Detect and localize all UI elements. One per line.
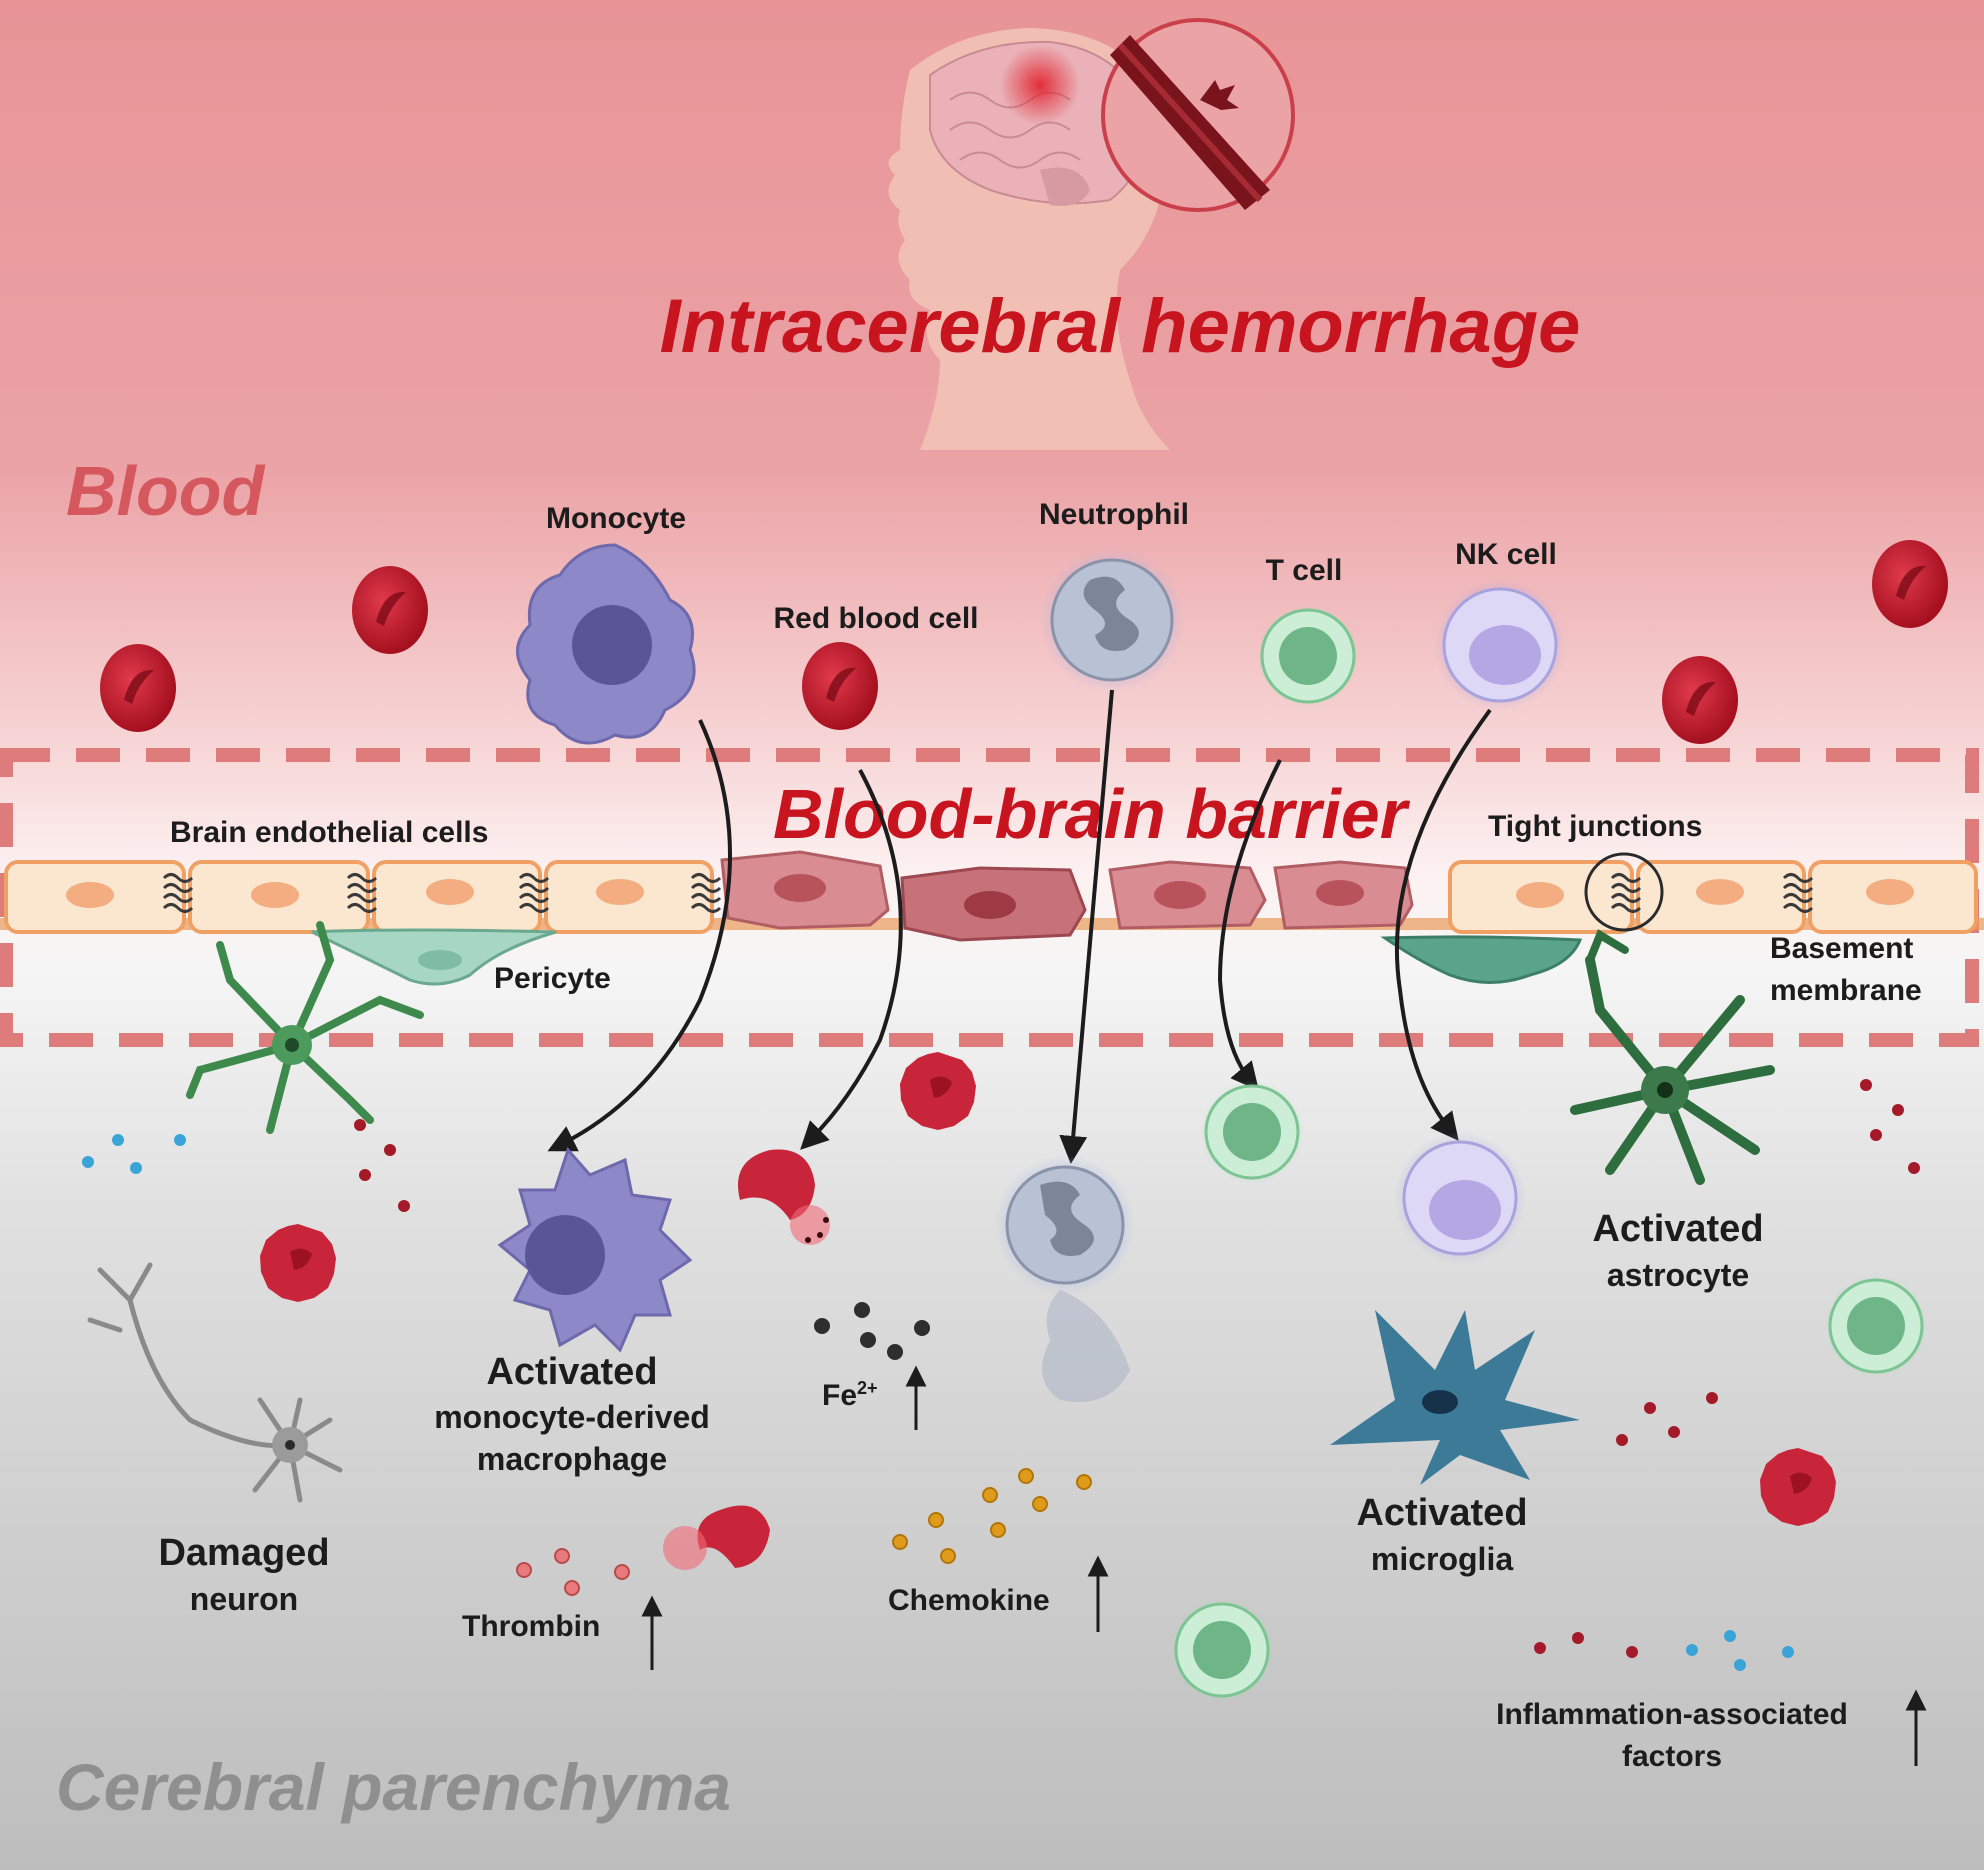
lysing-red-blood-cell [738,1149,830,1245]
red-blood-cell [100,644,176,732]
label-activated-astrocyte: Activated astrocyte [1592,1206,1763,1298]
red-blood-cell [802,642,878,730]
label-macrophage-line2: monocyte-derived [434,1399,710,1435]
tight-junction-highlight [1584,852,1664,932]
label-microglia-line1: Activated [1356,1492,1528,1534]
label-pericyte: Pericyte [494,962,611,995]
label-nk-cell: NK cell [1455,538,1557,571]
activated-macrophage [497,1147,693,1353]
label-iron: Fe2+ [822,1378,878,1413]
chemokine-particles [892,1468,1092,1564]
red-blood-cell [352,566,428,654]
monocyte [516,543,696,745]
label-basement-line1: Basement [1770,932,1914,965]
red-blood-cell [260,1224,336,1302]
t-cell [1168,1596,1276,1704]
damaged-neuron [87,1262,343,1503]
iron-particles [814,1302,930,1360]
label-inflammation-line1: Inflammation-associated [1496,1698,1848,1731]
nk-cell [1434,579,1566,711]
label-endothelial-cells: Brain endothelial cells [170,816,489,849]
zone-parenchyma-label: Cerebral parenchyma [56,1750,731,1824]
label-inflammation-factors: Inflammation-associated factors [1496,1694,1848,1778]
red-blood-cell [900,1052,976,1130]
label-neuron-line1: Damaged [158,1532,330,1574]
label-macrophage-line3: macrophage [476,1441,668,1477]
label-neuron-line2: neuron [189,1581,299,1617]
zone-blood-label: Blood [66,452,266,530]
label-thrombin: Thrombin [462,1610,601,1643]
activated-microglia [1330,1310,1580,1485]
label-inflammation-line2: factors [1621,1740,1723,1773]
label-iron-text: Fe [822,1379,858,1412]
label-basement-line2: membrane [1770,974,1922,1007]
activated-neutrophil [995,1155,1135,1402]
label-activated-macrophage: Activated monocyte-derived macrophage [434,1348,710,1480]
label-macrophage-line1: Activated [486,1351,658,1393]
activated-astrocyte [1570,929,1775,1185]
head-illustration [888,28,1170,450]
nk-cell-parenchyma [1394,1132,1526,1264]
red-blood-cell [1760,1448,1836,1526]
label-astrocyte-line2: astrocyte [1606,1257,1750,1293]
migration-arrows [547,689,1492,1164]
neutrophil [1040,548,1184,692]
red-blood-cell [1662,656,1738,744]
increase-arrows [641,1365,1927,1766]
label-t-cell: T cell [1265,554,1343,587]
label-red-blood-cell: Red blood cell [773,602,979,635]
cytokine-particles [82,1079,1920,1671]
label-monocyte: Monocyte [545,502,687,535]
label-chemokine: Chemokine [888,1584,1050,1617]
lysing-red-blood-cell [663,1505,770,1570]
label-basement-membrane: Basement membrane [1770,928,1922,1012]
t-cell [1198,1078,1306,1186]
thrombin-particles [516,1548,630,1596]
label-activated-microglia: Activated microglia [1356,1490,1527,1582]
label-tight-junctions: Tight junctions [1488,810,1703,843]
red-blood-cell [1872,540,1948,628]
t-cell [1254,602,1362,710]
label-microglia-line2: microglia [1370,1541,1514,1577]
title: Intracerebral hemorrhage [660,284,1581,369]
ruptured-vessel-inset [1101,18,1295,212]
label-astrocyte-line1: Activated [1592,1208,1764,1250]
astrocyte [186,921,424,1134]
pericyte-damaged [1380,935,1583,984]
label-neutrophil: Neutrophil [1039,498,1189,531]
endothelial-layer [0,850,1984,942]
label-iron-charge: 2+ [857,1378,878,1398]
label-damaged-neuron: Damaged neuron [158,1530,329,1622]
t-cell [1822,1272,1930,1380]
